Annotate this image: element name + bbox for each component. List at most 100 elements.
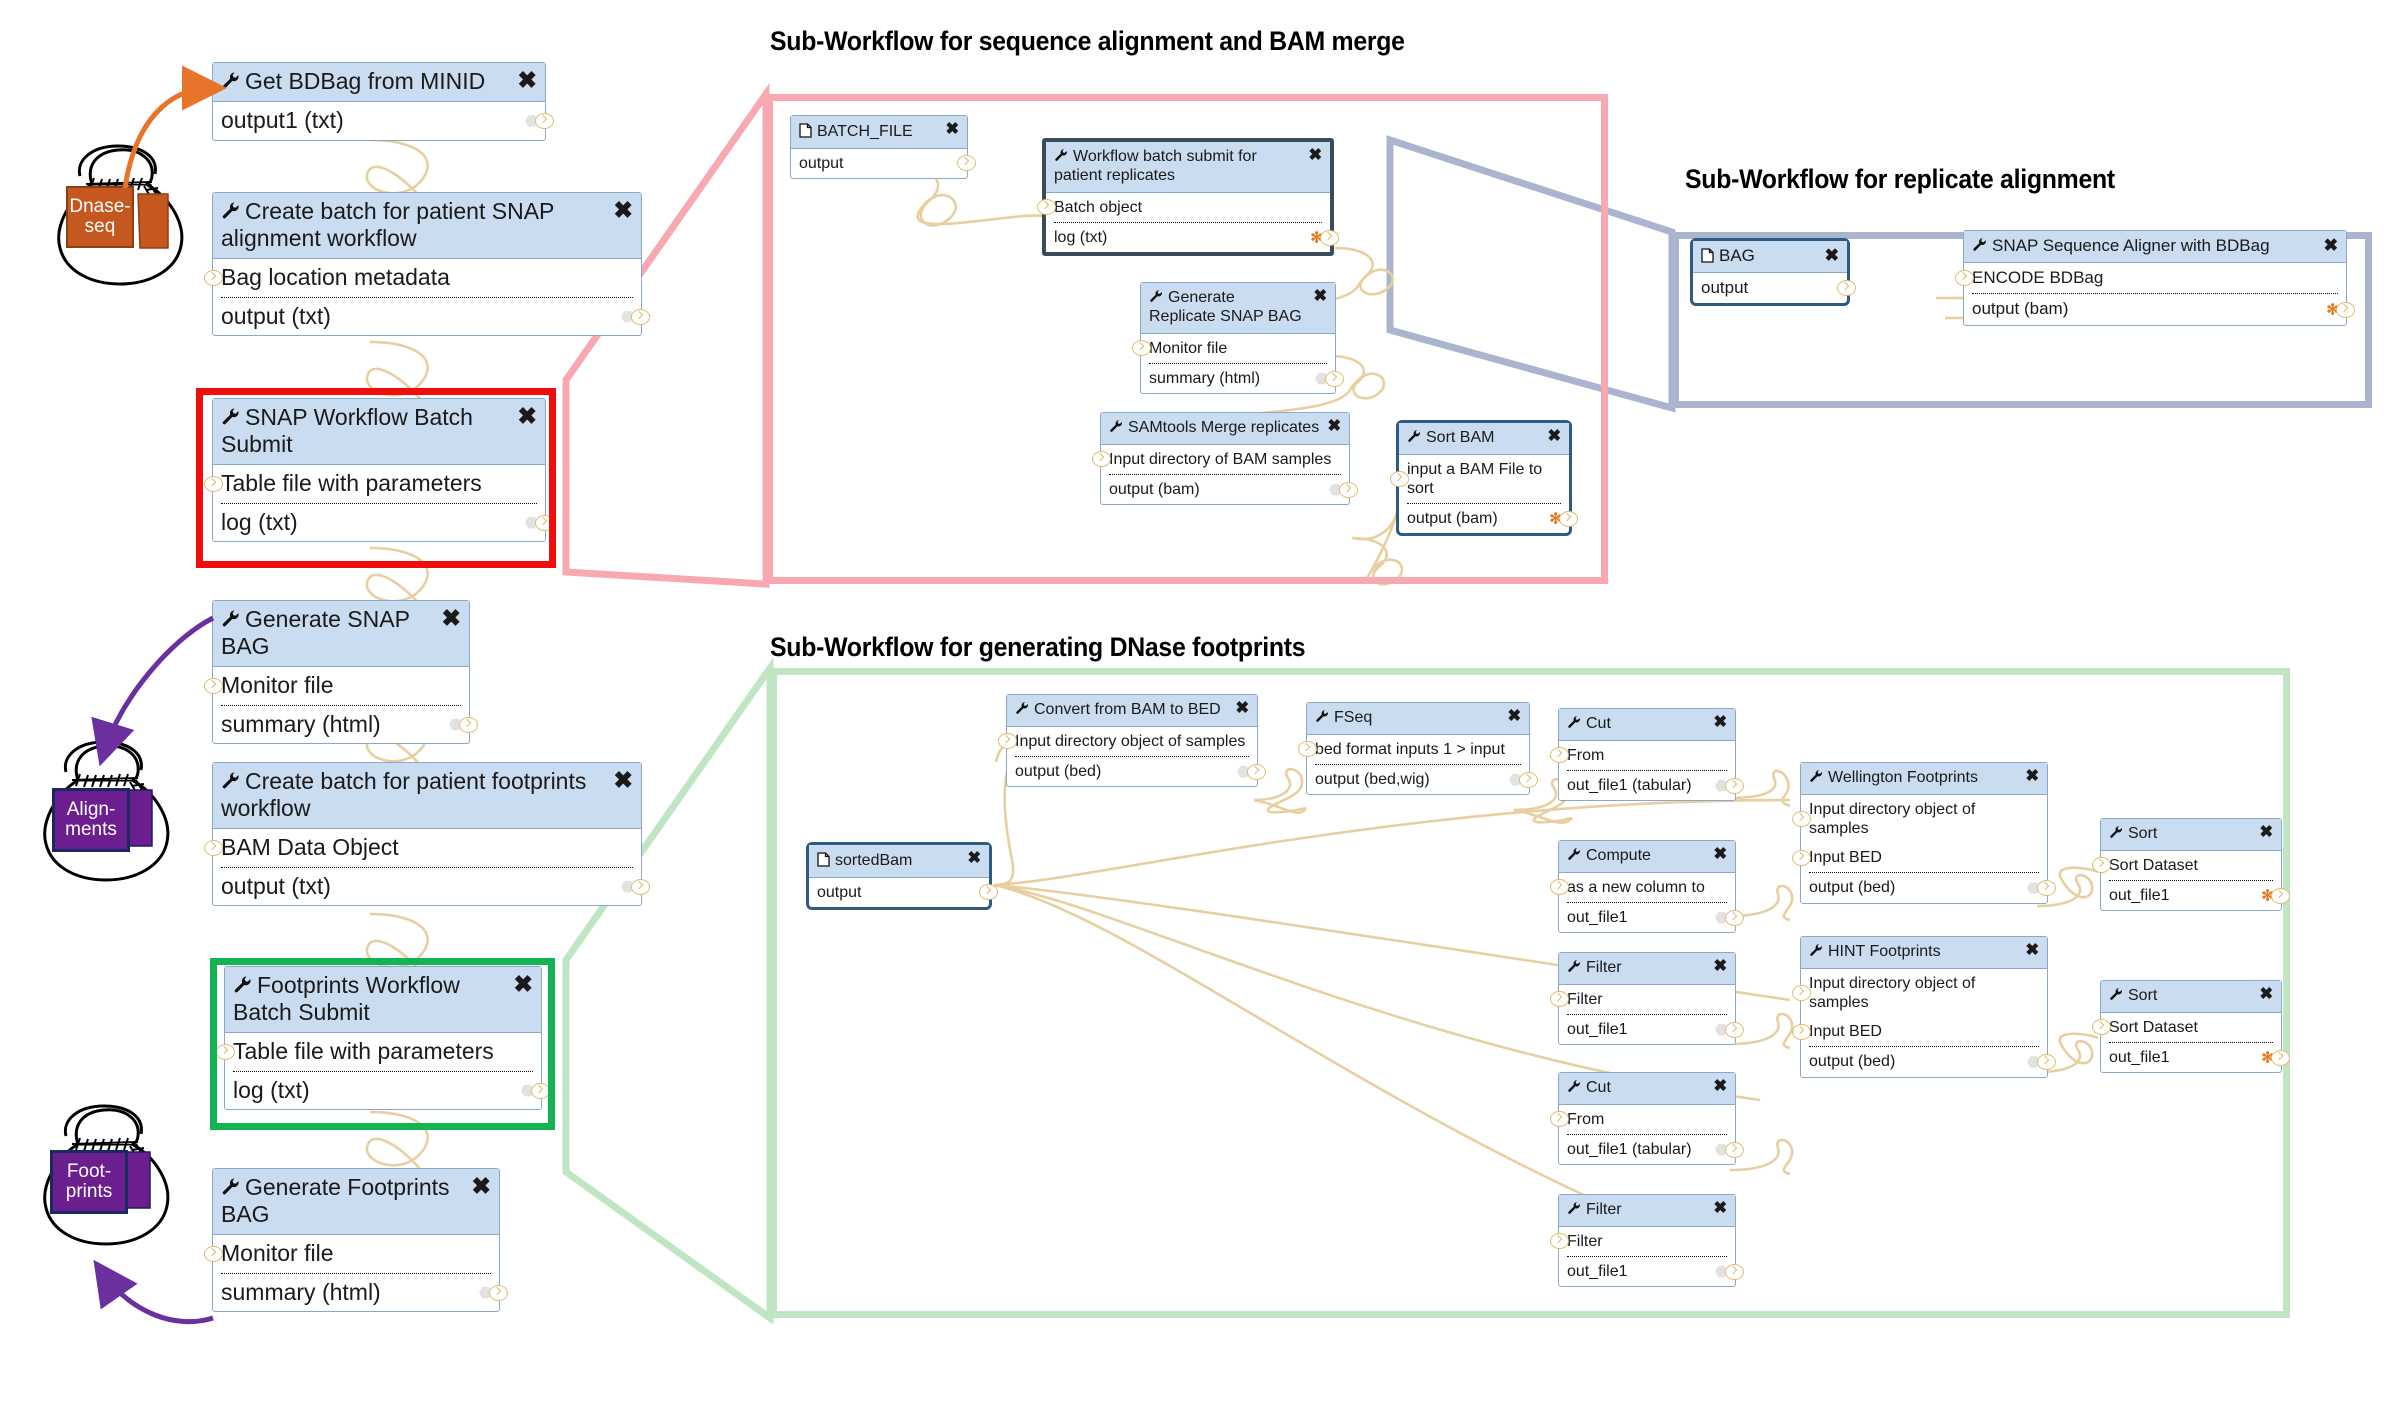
output-row[interactable]: output (bed,wig) xyxy=(1307,765,1538,794)
output-connector[interactable] xyxy=(1247,763,1266,780)
input-connector[interactable] xyxy=(1550,1233,1569,1250)
node-wellington-footprints[interactable]: Wellington Footprints ✖ Input directory … xyxy=(1792,762,2056,904)
close-icon[interactable]: ✖ xyxy=(1507,707,1521,725)
close-icon[interactable]: ✖ xyxy=(513,971,533,997)
output-connector[interactable] xyxy=(1325,370,1344,387)
output-row[interactable]: output (bam) xyxy=(1101,475,1358,504)
close-icon[interactable]: ✖ xyxy=(967,849,981,867)
output-connector[interactable] xyxy=(1320,229,1339,246)
output-row[interactable]: out_file1 xyxy=(1559,1015,1744,1044)
input-connector[interactable] xyxy=(1092,451,1111,468)
input-connector[interactable] xyxy=(204,678,223,695)
close-icon[interactable]: ✖ xyxy=(1824,245,1839,265)
output-row[interactable]: output (bed) xyxy=(1801,1047,2056,1076)
input-row[interactable]: Input BED xyxy=(1792,1017,2047,1046)
close-icon[interactable]: ✖ xyxy=(945,120,959,138)
output-connector[interactable] xyxy=(459,716,478,733)
input-connector[interactable] xyxy=(204,1246,223,1263)
node-samtools-merge-replicates[interactable]: SAMtools Merge replicates ✖ Input direct… xyxy=(1092,412,1358,506)
input-row[interactable]: ENCODE BDBag xyxy=(1955,263,2346,293)
input-row[interactable]: Monitor file xyxy=(204,1235,499,1273)
node-create-batch-snap-alignment[interactable]: Create batch for patient SNAP alignment … xyxy=(204,192,650,337)
output-row[interactable]: output (bam) ✻ xyxy=(1399,504,1578,533)
node-sortedbam[interactable]: sortedBam ✖ output xyxy=(806,842,998,911)
node-workflow-batch-submit-patient-replicates[interactable]: Workflow batch submit for patient replic… xyxy=(1037,138,1339,257)
input-row[interactable]: Monitor file xyxy=(204,667,469,705)
output-connector[interactable] xyxy=(535,112,554,129)
close-icon[interactable]: ✖ xyxy=(1713,1077,1727,1095)
output-row[interactable]: summary (html) xyxy=(213,1274,508,1312)
output-row[interactable]: output xyxy=(809,878,998,907)
close-icon[interactable]: ✖ xyxy=(517,403,537,429)
output-row[interactable]: output xyxy=(1693,273,1856,303)
close-icon[interactable]: ✖ xyxy=(1235,699,1249,717)
output-connector[interactable] xyxy=(2037,1054,2056,1071)
input-connector[interactable] xyxy=(1132,340,1151,357)
input-connector[interactable] xyxy=(1550,991,1569,1008)
close-icon[interactable]: ✖ xyxy=(471,1173,491,1199)
close-icon[interactable]: ✖ xyxy=(1713,845,1727,863)
input-connector[interactable] xyxy=(1792,849,1811,866)
output-row[interactable]: output1 (txt) xyxy=(213,102,554,140)
node-cut-1[interactable]: Cut ✖ From out_file1 (tabular) xyxy=(1550,708,1744,802)
node-create-batch-footprints[interactable]: Create batch for patient footprints work… xyxy=(204,762,650,907)
input-row[interactable]: Input directory of BAM samples xyxy=(1092,445,1349,474)
input-row[interactable]: BAM Data Object xyxy=(204,829,641,867)
input-row[interactable]: From xyxy=(1550,741,1735,770)
input-connector[interactable] xyxy=(1955,270,1974,287)
node-filter-2[interactable]: Filter ✖ Filter out_file1 xyxy=(1550,1194,1744,1288)
close-icon[interactable]: ✖ xyxy=(1713,957,1727,975)
input-row[interactable]: Input directory object of samples xyxy=(1792,795,2047,843)
input-row[interactable]: Batch object xyxy=(1037,193,1330,222)
output-row[interactable]: out_file1 ✻ xyxy=(2101,881,2290,910)
node-bag[interactable]: BAG ✖ output xyxy=(1690,238,1856,307)
input-connector[interactable] xyxy=(1792,985,1811,1002)
input-row[interactable]: Filter xyxy=(1550,1227,1735,1256)
node-sort-bam[interactable]: Sort BAM ✖ input a BAM File to sort outp… xyxy=(1390,420,1578,537)
close-icon[interactable]: ✖ xyxy=(1313,287,1327,305)
input-connector[interactable] xyxy=(1390,471,1409,488)
close-icon[interactable]: ✖ xyxy=(1547,427,1561,445)
input-row[interactable]: Filter xyxy=(1550,985,1735,1014)
input-connector[interactable] xyxy=(2092,1019,2111,1036)
output-connector[interactable] xyxy=(1725,1021,1744,1038)
close-icon[interactable]: ✖ xyxy=(613,197,633,223)
output-row[interactable]: summary (html) xyxy=(213,706,478,744)
output-row[interactable]: summary (html) xyxy=(1141,364,1344,393)
node-fseq[interactable]: FSeq ✖ bed format inputs 1 > input outpu… xyxy=(1298,702,1538,796)
close-icon[interactable]: ✖ xyxy=(2025,941,2039,959)
input-row[interactable]: Monitor file xyxy=(1132,334,1335,363)
close-icon[interactable]: ✖ xyxy=(613,767,633,793)
node-sort-1[interactable]: Sort ✖ Sort Dataset out_file1 ✻ xyxy=(2092,818,2290,912)
output-connector[interactable] xyxy=(2037,880,2056,897)
input-connector[interactable] xyxy=(1037,199,1056,216)
close-icon[interactable]: ✖ xyxy=(1308,146,1322,164)
input-row[interactable]: input a BAM File to sort xyxy=(1390,455,1569,503)
output-connector[interactable] xyxy=(1559,510,1578,527)
node-generate-footprints-bag[interactable]: Generate Footprints BAG ✖ Monitor file s… xyxy=(204,1168,508,1313)
input-connector[interactable] xyxy=(1792,1023,1811,1040)
input-row[interactable]: Input directory object of samples xyxy=(998,727,1257,756)
output-row[interactable]: out_file1 xyxy=(1559,1257,1744,1286)
output-row[interactable]: output (bed) xyxy=(1007,757,1266,786)
close-icon[interactable]: ✖ xyxy=(2323,235,2338,255)
node-generate-replicate-snap-bag[interactable]: Generate Replicate SNAP BAG ✖ Monitor fi… xyxy=(1132,282,1344,395)
input-connector[interactable] xyxy=(1550,747,1569,764)
output-connector[interactable] xyxy=(2271,887,2290,904)
output-connector[interactable] xyxy=(1837,280,1856,297)
input-connector[interactable] xyxy=(204,270,223,287)
output-connector[interactable] xyxy=(957,155,976,172)
output-connector[interactable] xyxy=(1519,771,1538,788)
close-icon[interactable]: ✖ xyxy=(1713,1199,1727,1217)
output-connector[interactable] xyxy=(1725,1141,1744,1158)
output-row[interactable]: output (bam) ✻ xyxy=(1964,294,2355,324)
close-icon[interactable]: ✖ xyxy=(2259,823,2273,841)
output-connector[interactable] xyxy=(2336,301,2355,318)
input-connector[interactable] xyxy=(204,476,223,493)
input-connector[interactable] xyxy=(2092,857,2111,874)
node-generate-snap-bag[interactable]: Generate SNAP BAG ✖ Monitor file summary… xyxy=(204,600,478,745)
output-connector[interactable] xyxy=(489,1284,508,1301)
input-row[interactable]: Bag location metadata xyxy=(204,259,641,297)
node-snap-sequence-aligner-with-bdbag[interactable]: SNAP Sequence Aligner with BDBag ✖ ENCOD… xyxy=(1955,230,2355,326)
output-row[interactable]: output (txt) xyxy=(213,298,650,336)
